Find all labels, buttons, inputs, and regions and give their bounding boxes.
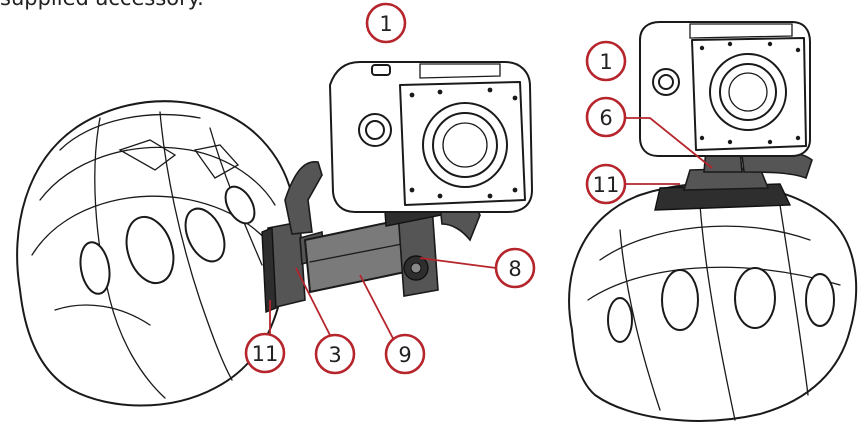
left-helmet: [16, 100, 296, 407]
leader-lines: [269, 117, 713, 352]
svg-text:1: 1: [379, 12, 392, 36]
right-helmet: [568, 182, 858, 422]
callout-right-screw: 6: [585, 96, 627, 138]
svg-text:11: 11: [593, 173, 620, 197]
svg-text:9: 9: [398, 343, 411, 367]
callout-left-base: 11: [244, 332, 286, 374]
callout-left-arm: 8: [494, 247, 536, 289]
callout-right-camera: 1: [585, 40, 627, 82]
right-top-mount: [654, 149, 813, 211]
svg-text:11: 11: [252, 342, 279, 366]
right-camera: [639, 21, 811, 157]
svg-text:3: 3: [328, 343, 341, 367]
svg-text:8: 8: [508, 257, 521, 281]
callout-right-base: 11: [585, 163, 627, 205]
svg-text:6: 6: [599, 106, 612, 130]
left-side-mount: [261, 161, 406, 314]
caption-text: supplied accessory.: [0, 0, 204, 10]
left-camera: [329, 61, 533, 213]
callout-left-camera: 1: [365, 2, 407, 44]
svg-text:1: 1: [599, 50, 612, 74]
callout-left-joint: 3: [314, 333, 356, 375]
callout-left-extension: 9: [384, 333, 426, 375]
